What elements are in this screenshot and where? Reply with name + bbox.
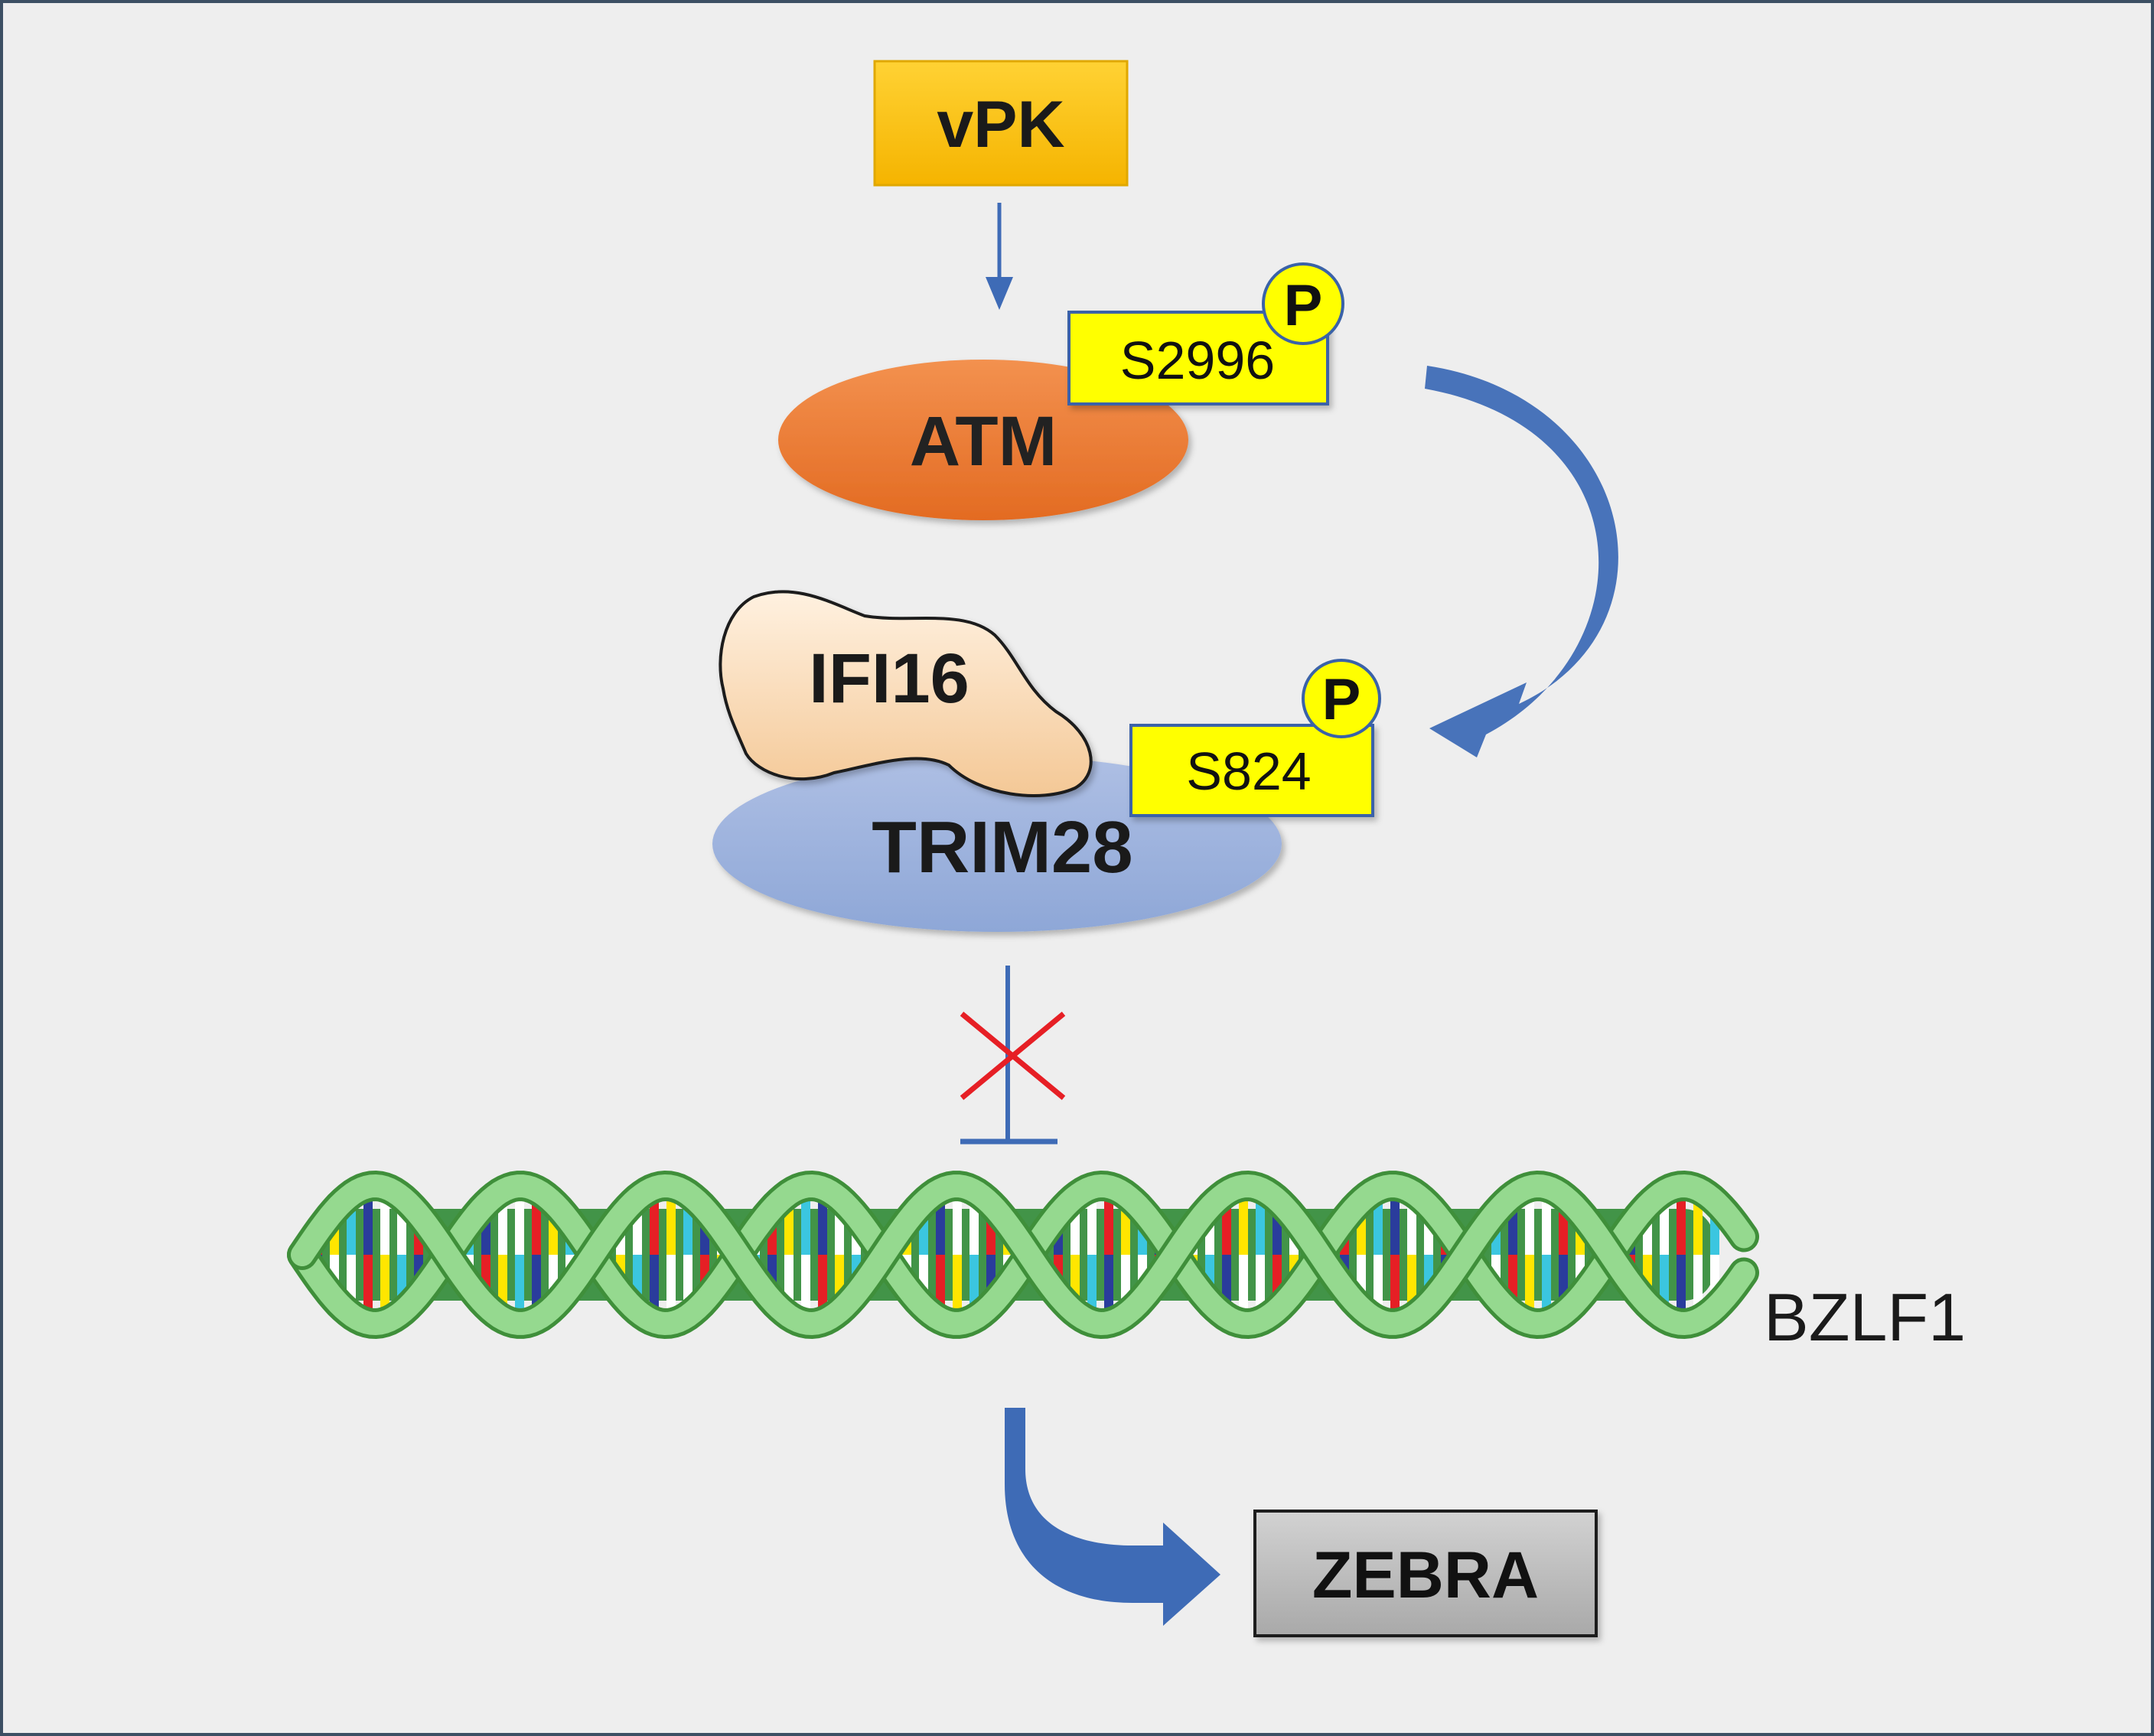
gene-label: BZLF1	[1764, 1279, 1966, 1355]
base-pair	[1374, 1195, 1383, 1255]
base-pair	[1542, 1193, 1551, 1255]
phospho-badge-atm: P	[1262, 262, 1344, 345]
dna-helix	[287, 1170, 1759, 1340]
base-pair	[953, 1255, 962, 1317]
base-pair	[363, 1192, 373, 1255]
base-pair	[532, 1255, 541, 1314]
ifi16-label: IFI16	[809, 640, 969, 718]
base-pair	[1677, 1192, 1686, 1255]
base-pair	[650, 1194, 659, 1255]
base-pair	[532, 1196, 541, 1255]
trim28-label: TRIM28	[872, 806, 1132, 888]
base-pair	[818, 1194, 827, 1255]
curved-arrow-phosphorylation	[1425, 366, 1618, 757]
ifi16-node: IFI16	[719, 590, 1093, 797]
base-pair	[1525, 1193, 1534, 1255]
base-pair	[1087, 1194, 1097, 1255]
phospho-label-atm: P	[1284, 273, 1323, 338]
trim28-site-s824: S824	[1129, 724, 1374, 817]
base-pair	[1677, 1255, 1686, 1317]
dna-strand-b	[291, 1174, 1755, 1336]
atm-label: ATM	[910, 402, 1057, 480]
base-pair	[1239, 1192, 1248, 1255]
trim28-site-label: S824	[1186, 741, 1311, 801]
base-pair	[801, 1255, 810, 1317]
base-pair	[1693, 1195, 1703, 1255]
base-pair	[936, 1255, 945, 1314]
arrow-vpk-to-atm	[986, 203, 1013, 310]
base-pair	[1087, 1255, 1097, 1316]
base-pair	[936, 1196, 945, 1255]
zebra-label: ZEBRA	[1312, 1539, 1539, 1612]
base-pair	[1390, 1255, 1400, 1317]
vpk-label: vPK	[937, 88, 1064, 161]
base-pair	[1104, 1192, 1113, 1255]
base-pair	[1256, 1194, 1265, 1255]
base-pair	[1542, 1255, 1551, 1317]
base-pair	[953, 1192, 962, 1255]
base-pair	[666, 1192, 676, 1255]
base-pair	[1256, 1255, 1265, 1315]
base-pair	[515, 1255, 524, 1317]
base-pair	[1525, 1255, 1534, 1317]
zebra-node: ZEBRA	[1253, 1510, 1598, 1637]
phospho-badge-trim28: P	[1302, 659, 1381, 738]
base-pair	[1374, 1255, 1383, 1314]
base-pair	[380, 1194, 389, 1255]
base-pair	[666, 1255, 676, 1317]
base-pair	[380, 1255, 389, 1316]
base-pair	[1693, 1255, 1703, 1314]
vpk-node: vPK	[873, 60, 1129, 187]
base-pair	[818, 1255, 827, 1316]
base-pair	[1104, 1255, 1113, 1317]
base-pair	[515, 1192, 524, 1255]
atm-site-label: S2996	[1120, 331, 1275, 390]
base-pair	[1239, 1255, 1248, 1317]
base-pair	[363, 1255, 373, 1317]
arrow-expression	[1005, 1408, 1220, 1626]
base-pair	[1390, 1192, 1400, 1255]
base-pair	[650, 1255, 659, 1316]
phospho-label-trim28: P	[1322, 667, 1361, 732]
base-pair	[801, 1192, 810, 1255]
blocked-x-icon	[960, 1011, 1066, 1100]
